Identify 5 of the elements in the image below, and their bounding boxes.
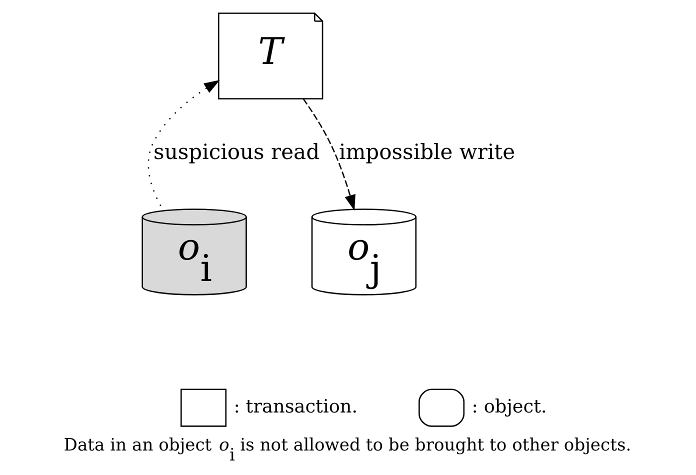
edge-label: suspicious read <box>153 138 320 164</box>
edge-label: impossible write <box>338 138 515 164</box>
arrow <box>302 98 355 211</box>
legend-label: : transaction. <box>233 396 358 418</box>
legend-label: : object. <box>471 396 546 418</box>
